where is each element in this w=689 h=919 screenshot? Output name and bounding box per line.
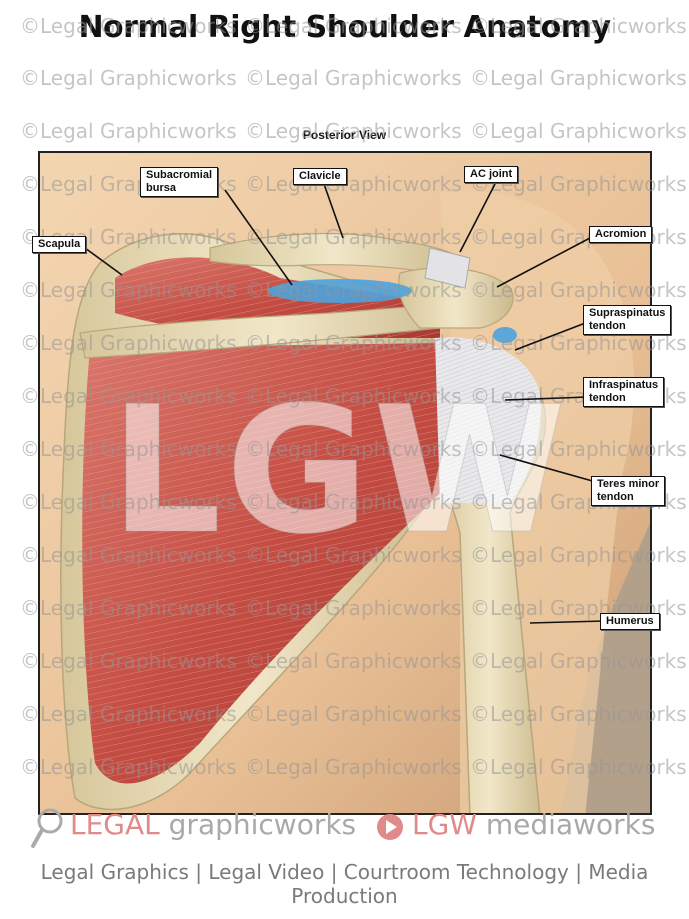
logo2-red: LGW [412, 808, 477, 841]
label-infraspinatus-tendon: Infraspinatus tendon [583, 377, 665, 407]
play-icon [377, 814, 403, 840]
anatomy-svg [40, 153, 650, 813]
watermark-text: ©Legal Graphicworks [20, 66, 237, 90]
label-scapula: Scapula [32, 236, 87, 253]
label-ac-joint: AC joint [464, 166, 519, 183]
subacromial-bursa [268, 279, 412, 303]
label-supraspinatus-tendon: Supraspinatus tendon [583, 305, 672, 335]
watermark-text: ©Legal Graphicworks [470, 66, 687, 90]
ac-joint-capsule [424, 247, 471, 289]
bursa-small [493, 327, 517, 343]
label-teres-minor-tendon: Teres minor tendon [591, 476, 666, 506]
magnifier-icon [31, 808, 63, 848]
logo-lgw-mediaworks[interactable]: LGW mediaworks [412, 808, 655, 841]
logo-legal-graphicworks[interactable]: LEGAL graphicworks [70, 808, 356, 841]
label-acromion: Acromion [589, 226, 653, 243]
logo2-grey: mediaworks [485, 808, 656, 841]
footer-tagline: Legal Graphics | Legal Video | Courtroom… [40, 860, 649, 908]
big-watermark: LGW [109, 370, 571, 574]
infraspinatus-fibers [82, 343, 440, 784]
logo1-red: LEGAL [70, 808, 160, 841]
logo1-grey: graphicworks [168, 808, 357, 841]
page-title: Normal Right Shoulder Anatomy [78, 10, 611, 45]
label-humerus: Humerus [600, 613, 660, 630]
label-clavicle: Clavicle [293, 168, 347, 185]
anatomy-illustration [38, 151, 652, 815]
view-label: Posterior View [302, 128, 387, 142]
label-subacromial-bursa: Subacromial bursa [140, 167, 219, 197]
footer-logos: LEGAL graphicworks LGW mediaworks [30, 808, 670, 848]
watermark-text: ©Legal Graphicworks [245, 66, 462, 90]
